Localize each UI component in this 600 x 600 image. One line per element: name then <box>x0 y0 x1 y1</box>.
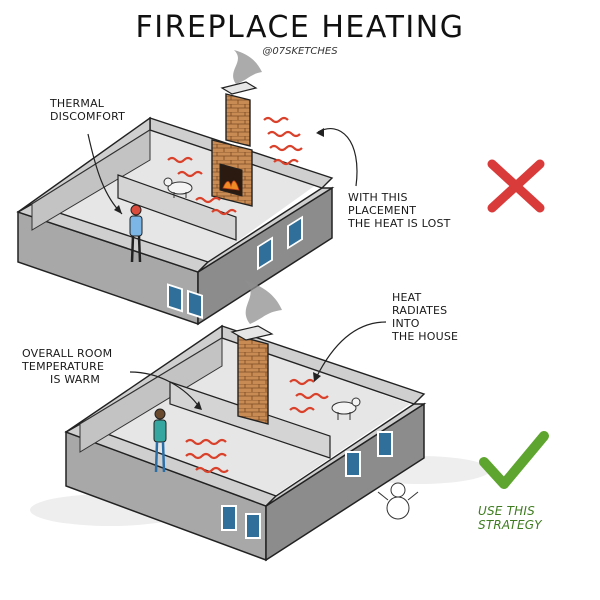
label-line: THE HEAT IS LOST <box>348 216 451 230</box>
window <box>245 513 261 539</box>
window <box>345 451 361 477</box>
arrowhead <box>114 205 122 214</box>
snowman-figure <box>377 482 419 520</box>
fire-flames <box>222 180 240 191</box>
smoke-plume <box>244 280 282 324</box>
page-title: FIREPLACE HEATING <box>135 10 465 45</box>
dog-figure <box>163 177 193 198</box>
chimney-stack <box>225 93 251 147</box>
label-line: IS WARM <box>50 372 101 386</box>
chimney-stack <box>237 335 269 425</box>
warm-room-label: OVERALL ROOM TEMPERATURE IS WARM <box>22 347 113 387</box>
chimney-cap <box>220 81 258 95</box>
label-line: THERMAL <box>50 97 105 110</box>
label-line: WITH THIS <box>348 191 408 204</box>
label-line: THE HOUSE <box>392 329 459 343</box>
bottom-house-inner-back-wall <box>79 337 223 453</box>
heat-lost-arrow <box>317 127 358 187</box>
use-this-strategy-label: USE THIS STRATEGY <box>478 504 542 532</box>
arrowhead <box>194 401 202 410</box>
window <box>377 431 393 457</box>
top-chimney <box>211 81 258 207</box>
indoor-heat-waves <box>185 378 329 474</box>
smoke-plume <box>233 50 262 84</box>
red-x-icon <box>487 159 545 213</box>
top-house-partition-wall <box>117 174 237 241</box>
top-house-windows <box>167 215 303 319</box>
warm-person-figure <box>153 408 167 473</box>
central-chimney <box>230 325 274 425</box>
warm-room-arrow <box>129 371 201 409</box>
top-house <box>16 50 358 326</box>
label-line: TEMPERATURE <box>22 359 105 373</box>
label-line: RADIATES <box>392 303 448 317</box>
heat-radiates-arrow <box>315 321 387 379</box>
label-line: INTO <box>392 316 420 330</box>
arrowhead <box>316 128 324 137</box>
chimney-cap <box>230 325 274 341</box>
heat-lost-label: WITH THIS PLACEMENT THE HEAT IS LOST <box>348 191 451 231</box>
window <box>187 289 203 319</box>
author-handle: @07SKETCHES <box>262 46 338 57</box>
bottom-house-windows <box>221 431 393 539</box>
arrowhead <box>313 372 321 382</box>
label-line: PLACEMENT <box>348 203 417 217</box>
bottom-house-partition-wall <box>169 381 331 459</box>
label-line: USE THIS <box>478 504 535 518</box>
top-house-inner-back-wall <box>31 129 151 231</box>
window <box>221 505 237 531</box>
label-line: STRATEGY <box>478 518 542 533</box>
label-line: HEAT <box>392 291 422 304</box>
cold-person-figure <box>129 204 143 263</box>
fireplace-opening <box>219 163 243 197</box>
bottom-house <box>30 280 490 562</box>
green-check-icon <box>479 431 549 489</box>
heat-radiates-label: HEAT RADIATES INTO THE HOUSE <box>392 291 459 344</box>
window <box>287 215 303 250</box>
dog-figure <box>331 397 361 420</box>
window <box>257 236 273 271</box>
lost-heat-waves <box>167 116 303 216</box>
label-line: DISCOMFORT <box>50 109 126 123</box>
window <box>167 283 183 313</box>
label-line: OVERALL ROOM <box>22 347 113 360</box>
thermal-discomfort-label: THERMAL DISCOMFORT <box>50 97 126 124</box>
